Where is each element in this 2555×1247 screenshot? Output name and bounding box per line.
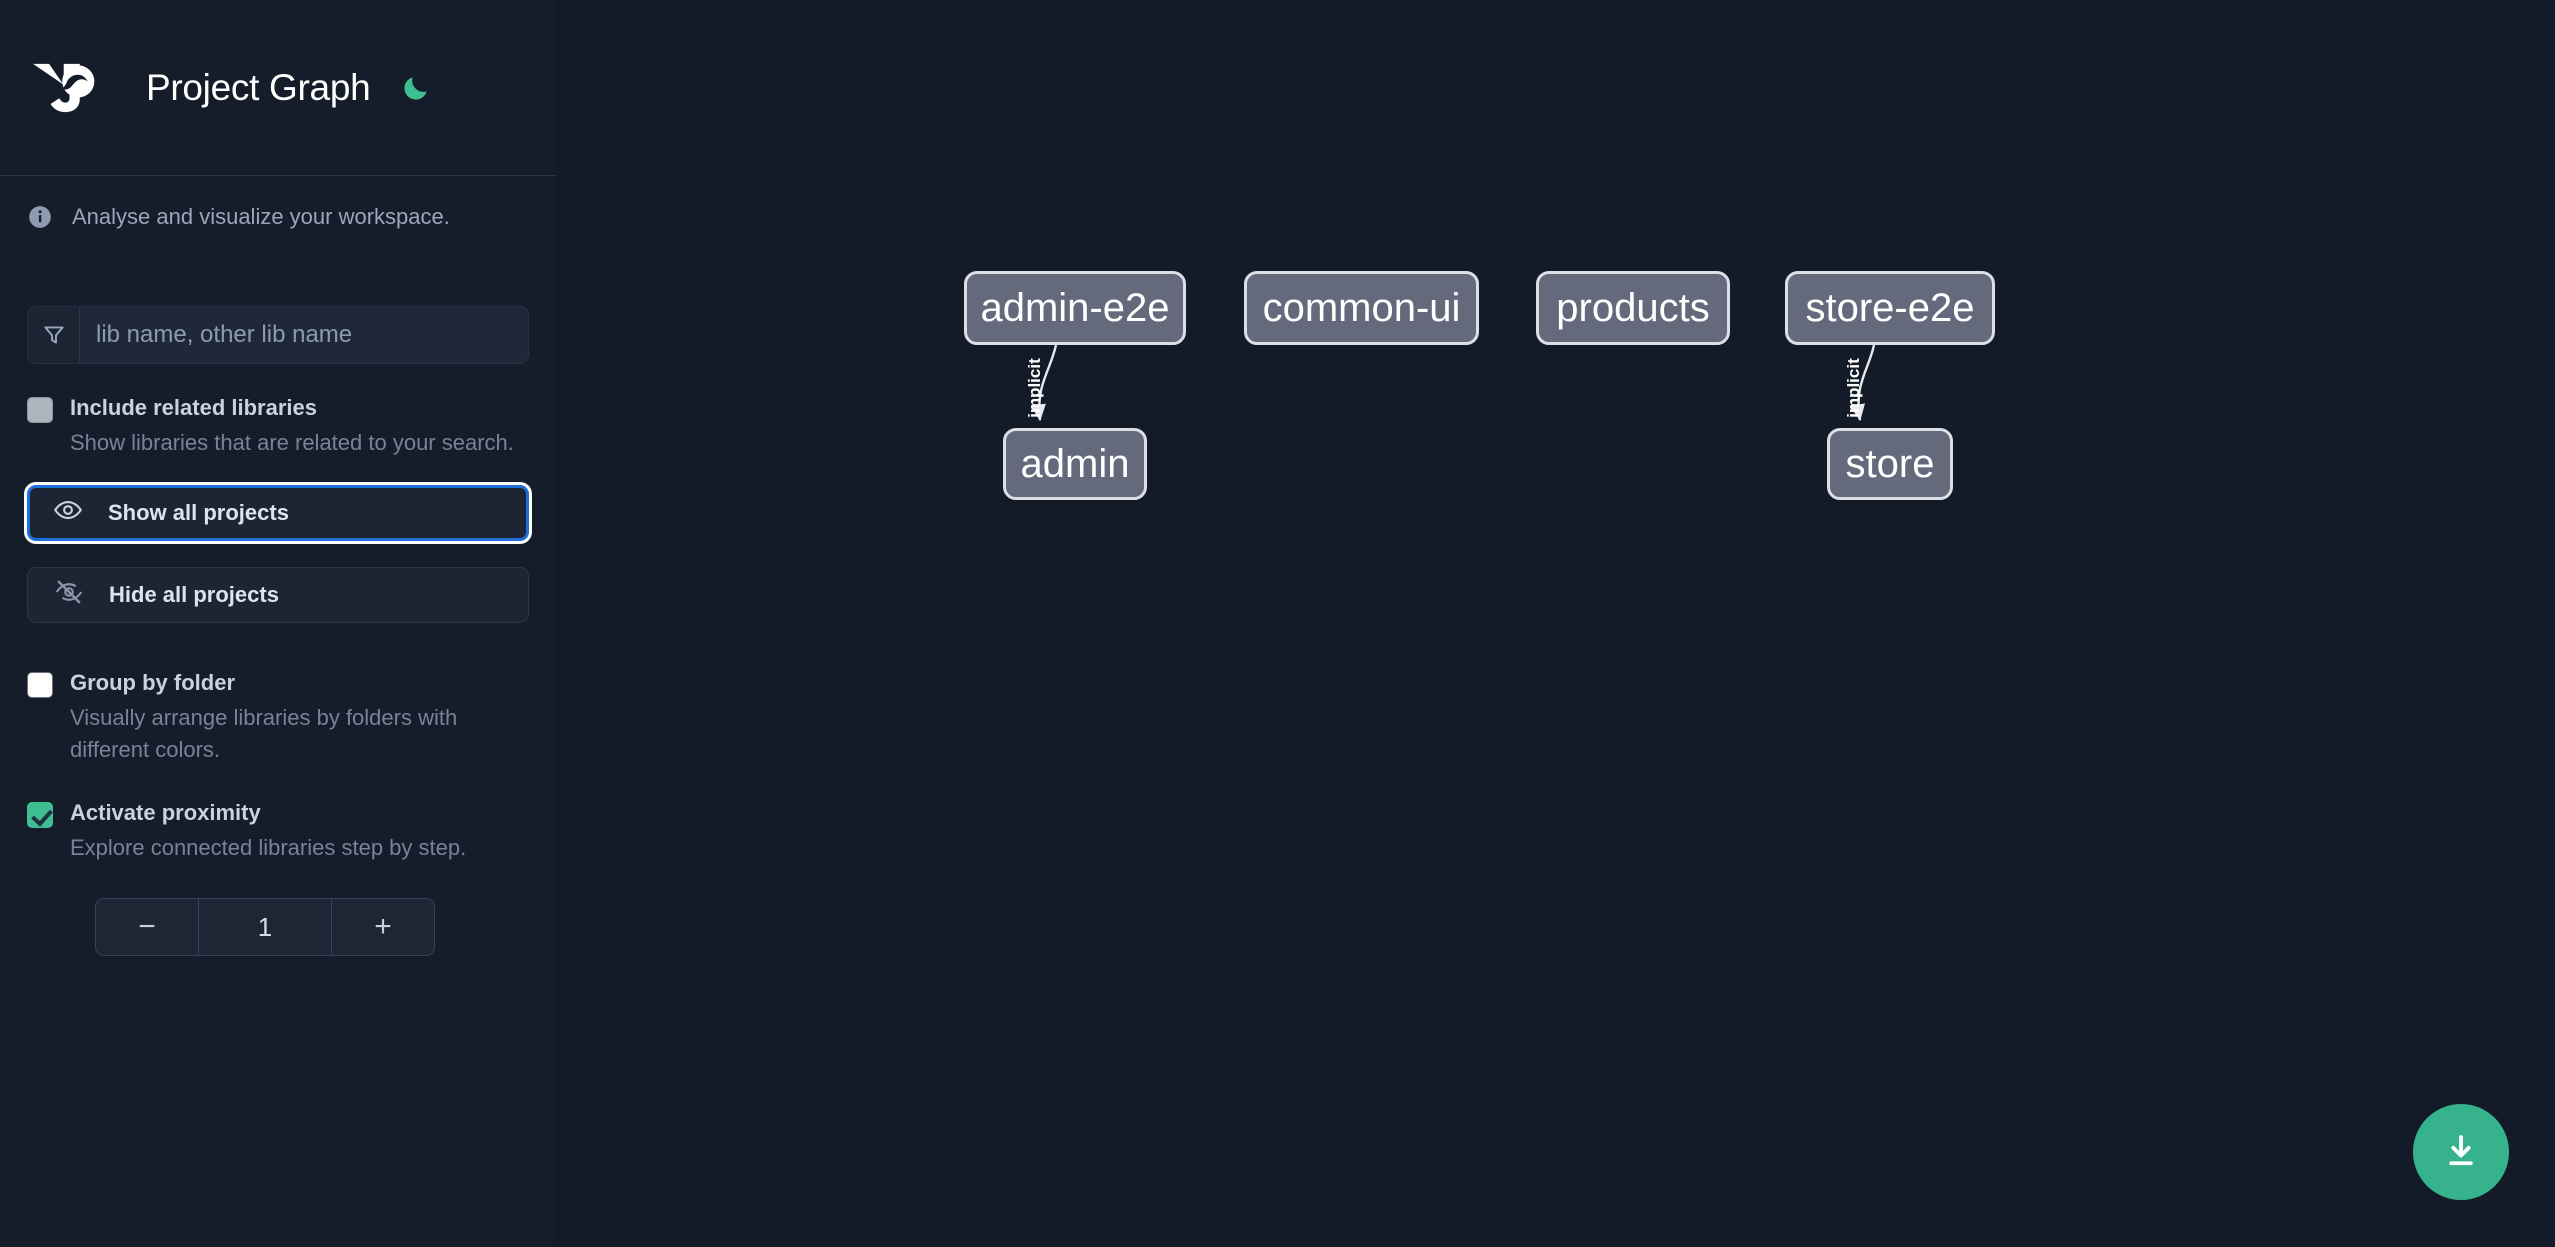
search-input[interactable] bbox=[80, 307, 528, 363]
checkbox-include-related-libraries[interactable] bbox=[27, 397, 53, 423]
graph-node-products[interactable]: products bbox=[1536, 271, 1730, 345]
option-label: Include related libraries bbox=[70, 395, 317, 420]
graph-node-admin-e2e[interactable]: admin-e2e bbox=[964, 271, 1186, 345]
sidebar-panel: Include related libraries Show libraries… bbox=[0, 306, 556, 957]
svg-text:implicit: implicit bbox=[1025, 358, 1044, 418]
show-all-projects-button[interactable]: Show all projects bbox=[27, 484, 529, 541]
checkbox-group-by-folder[interactable] bbox=[27, 671, 53, 698]
graph-node-admin[interactable]: admin bbox=[1003, 428, 1147, 500]
info-icon bbox=[27, 204, 53, 230]
eye-icon bbox=[53, 495, 83, 530]
hide-all-projects-label: Hide all projects bbox=[109, 581, 279, 607]
graph-edges: implicit implicit bbox=[1025, 344, 1876, 422]
sidebar: Project Graph Analyse and visua bbox=[0, 0, 556, 1247]
checkbox-activate-proximity[interactable] bbox=[27, 802, 53, 829]
proximity-value: 1 bbox=[198, 899, 332, 956]
page-title: Project Graph bbox=[146, 66, 371, 108]
filter-icon bbox=[28, 307, 80, 363]
moon-icon[interactable] bbox=[396, 68, 436, 108]
hide-all-projects-button[interactable]: Hide all projects bbox=[27, 566, 529, 623]
workspace-subtitle-row: Analyse and visualize your workspace. bbox=[0, 176, 556, 258]
eye-off-icon bbox=[54, 577, 84, 612]
option-text-group: Activate proximity Explore connected lib… bbox=[70, 797, 529, 864]
option-text-group: Include related libraries Show libraries… bbox=[70, 392, 529, 459]
graph-node-common-ui[interactable]: common-ui bbox=[1244, 271, 1479, 345]
option-description: Visually arrange libraries by folders wi… bbox=[70, 704, 458, 762]
download-button[interactable] bbox=[2413, 1104, 2509, 1200]
graph-node-store-e2e[interactable]: store-e2e bbox=[1785, 271, 1995, 345]
proximity-decrement-button[interactable]: − bbox=[96, 899, 198, 956]
workspace-subtitle: Analyse and visualize your workspace. bbox=[72, 204, 450, 229]
proximity-increment-button[interactable]: + bbox=[332, 899, 434, 956]
search-field[interactable] bbox=[27, 306, 529, 364]
show-all-projects-label: Show all projects bbox=[108, 499, 289, 525]
graph-canvas[interactable]: implicit implicit admin-e2e common-ui pr… bbox=[556, 0, 2555, 1247]
svg-text:implicit: implicit bbox=[1844, 358, 1863, 418]
header-divider bbox=[0, 175, 556, 176]
sidebar-scroll-area: Project Graph Analyse and visua bbox=[0, 0, 556, 1247]
option-label: Group by folder bbox=[70, 669, 235, 695]
graph-node-store[interactable]: store bbox=[1827, 428, 1953, 500]
download-icon bbox=[2440, 1130, 2482, 1175]
option-description: Show libraries that are related to your … bbox=[70, 429, 514, 455]
sidebar-header: Project Graph bbox=[0, 0, 556, 175]
option-label: Activate proximity bbox=[70, 800, 261, 826]
option-group-by-folder[interactable]: Group by folder Visually arrange librari… bbox=[27, 667, 529, 766]
proximity-stepper[interactable]: − 1 + bbox=[95, 898, 435, 957]
option-activate-proximity[interactable]: Activate proximity Explore connected lib… bbox=[27, 797, 529, 864]
option-description: Explore connected libraries step by step… bbox=[70, 835, 467, 861]
option-text-group: Group by folder Visually arrange librari… bbox=[70, 667, 529, 766]
option-include-related-libraries[interactable]: Include related libraries Show libraries… bbox=[27, 392, 529, 459]
nx-logo bbox=[27, 61, 115, 115]
